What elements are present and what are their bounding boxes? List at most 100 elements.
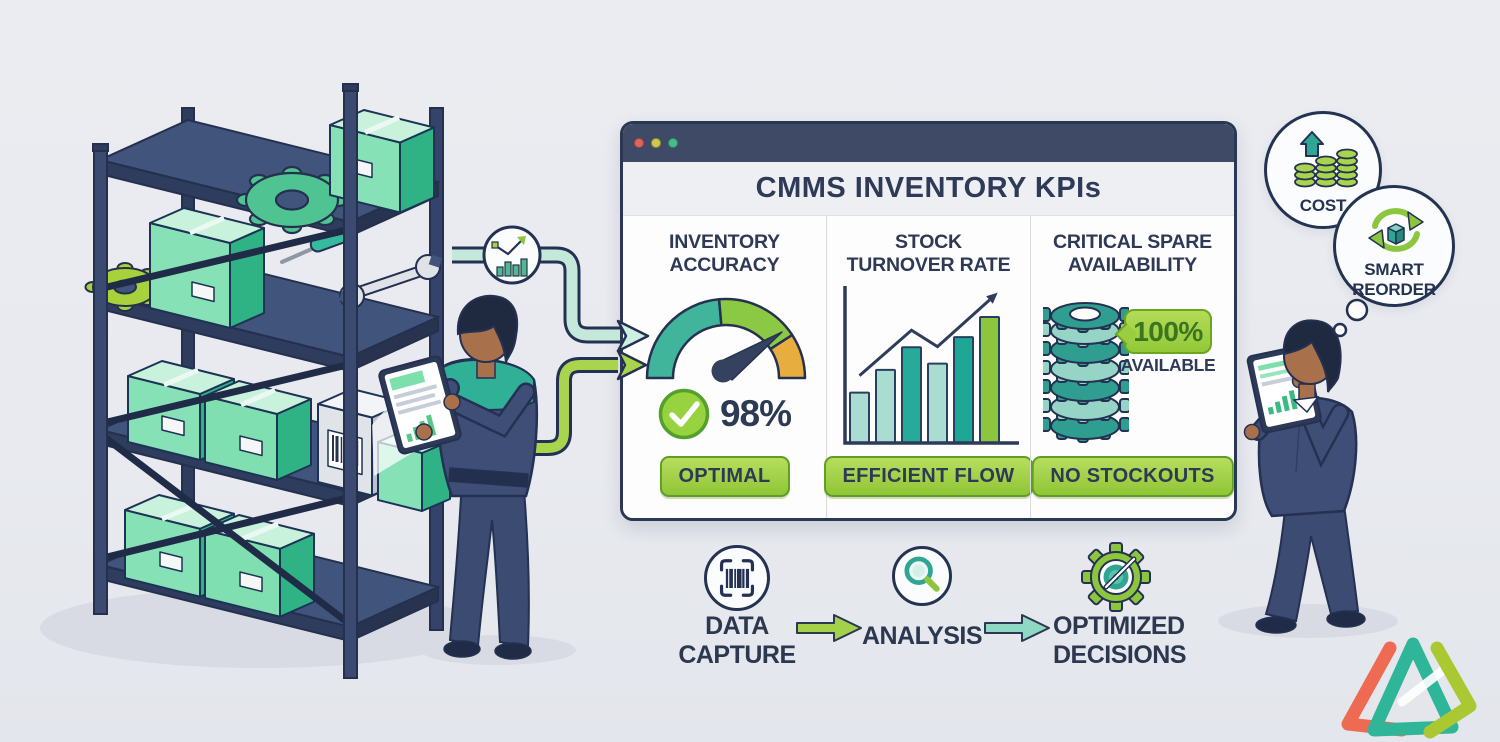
- box: [377, 429, 451, 512]
- status-badge-efficient-flow: EFFICIENT FLOW: [823, 456, 1034, 497]
- worker-arm: [1251, 409, 1279, 439]
- barcode-box: [317, 388, 407, 497]
- worker-head: [1283, 327, 1337, 385]
- box: [127, 360, 235, 461]
- maximize-dot-icon: [668, 138, 678, 148]
- tablet-device: [1246, 344, 1322, 434]
- collar: [1292, 396, 1320, 414]
- worker-torso: [1257, 396, 1358, 518]
- brand-logo: [1341, 637, 1477, 739]
- rack-deck: [96, 118, 442, 238]
- turnover-bar: [953, 336, 974, 444]
- rack-post: [181, 107, 195, 561]
- window-title: CMMS INVENTORY KPIs: [755, 172, 1102, 204]
- storage-rack: [96, 107, 444, 643]
- barcode-sticker: [327, 429, 363, 476]
- screwdriver: [280, 227, 351, 264]
- jacket-yoke: [437, 359, 535, 411]
- rack-post: [429, 107, 444, 631]
- close-dot-icon: [634, 138, 644, 148]
- panel-title: INVENTORY ACCURACY: [669, 231, 780, 276]
- mini-box-icon: [1387, 223, 1405, 245]
- mini-bar-chart-icon: [491, 236, 528, 277]
- status-badge-optimal: OPTIMAL: [659, 456, 790, 497]
- turnover-bar: [979, 316, 1000, 444]
- panel-stock-turnover: STOCK TURNOVER RATE EFFICIENT FLOW: [823, 216, 1034, 518]
- panel-title: STOCK TURNOVER RATE: [846, 231, 1011, 276]
- tablet-mini-bars: [1267, 390, 1298, 415]
- panel-inventory-accuracy: INVENTORY ACCURACY 98%: [623, 216, 826, 518]
- status-badge-no-stockouts: NO STOCKOUTS: [1031, 456, 1234, 497]
- box: [329, 109, 435, 214]
- scan-beam: [372, 386, 414, 476]
- analysis-label: ANALYSIS: [861, 622, 983, 650]
- shoe: [494, 642, 532, 660]
- flow-arrow-icon: [796, 614, 862, 642]
- box: [204, 514, 315, 618]
- rack-shadow: [40, 588, 480, 668]
- optimized-decisions-label: OPTIMIZED DECISIONS: [1053, 612, 1187, 669]
- worker-torso: [435, 357, 539, 498]
- arm-outline: [1288, 378, 1350, 468]
- panel-critical-spare: CRITICAL SPARE AVAILABILITY 100% AVAILAB…: [1030, 216, 1234, 518]
- worker-legs: [1264, 503, 1360, 623]
- kpi-panels: INVENTORY ACCURACY 98%: [623, 216, 1234, 518]
- right-worker-shadow: [1218, 604, 1398, 638]
- thought-trail-circle: [1332, 322, 1348, 338]
- neck: [1298, 383, 1316, 405]
- barcode-scan-icon: [719, 559, 755, 597]
- thought-bubble-smart-reorder: SMART REORDER: [1333, 185, 1455, 307]
- neck: [476, 355, 496, 379]
- box: [124, 494, 235, 598]
- turnover-bar: [927, 362, 948, 444]
- wrench: [338, 254, 443, 309]
- worker-arm: [1291, 381, 1347, 463]
- availability-value: 100%: [1133, 315, 1203, 347]
- data-pipe-teal: [452, 246, 650, 353]
- shoe: [1326, 610, 1366, 628]
- green-gear: [235, 165, 349, 235]
- rack-deck: [96, 523, 442, 643]
- availability-label: AVAILABLE: [1120, 355, 1216, 375]
- hand: [1243, 423, 1261, 441]
- gear-target-icon: [1081, 542, 1151, 612]
- rising-cost-coins-icon: [1294, 131, 1358, 188]
- availability-bubble: 100%: [1124, 309, 1212, 354]
- magnifier-icon: [904, 556, 940, 592]
- tablet-device: [378, 355, 462, 455]
- hand: [1291, 373, 1307, 389]
- belt: [448, 467, 529, 488]
- gray-gear: [150, 246, 220, 290]
- tablet-mini-bars: [406, 414, 437, 443]
- reorder-cycle-box-icon: [1368, 208, 1424, 252]
- chart-axes: [843, 286, 1019, 445]
- shoe: [443, 640, 481, 658]
- gauge-needle: [711, 331, 783, 383]
- turnover-chart: [843, 286, 1019, 445]
- turnover-bars: [849, 316, 1000, 444]
- rack-post: [343, 87, 358, 679]
- trend-line: [858, 292, 998, 377]
- hair: [456, 294, 519, 363]
- accuracy-value: 98%: [719, 393, 792, 434]
- rack-deck: [96, 253, 442, 373]
- worker-arm: [449, 385, 533, 435]
- thought-trail-circle: [1345, 298, 1369, 322]
- flow-arrow-icon: [984, 614, 1050, 642]
- thought-bubble-cost: COST: [1264, 111, 1382, 229]
- box: [204, 380, 312, 481]
- rack-front-frame: [92, 83, 359, 679]
- data-capture-label: DATA CAPTURE: [678, 612, 796, 669]
- rack-post: [93, 147, 108, 615]
- worker-head: [459, 305, 513, 363]
- turnover-bar: [901, 346, 922, 444]
- analysis-circle: [892, 546, 952, 606]
- right-worker: [1243, 319, 1366, 634]
- data-capture-circle: [704, 545, 770, 611]
- kpi-dashboard-window: CMMS INVENTORY KPIs INVENTORY ACCURACY: [620, 121, 1237, 521]
- shoe: [1255, 616, 1297, 634]
- panel-title: CRITICAL SPARE AVAILABILITY: [1053, 231, 1212, 276]
- box: [149, 207, 265, 329]
- inventory-boxes: [124, 109, 451, 618]
- gear-stack-icon: [1043, 302, 1129, 443]
